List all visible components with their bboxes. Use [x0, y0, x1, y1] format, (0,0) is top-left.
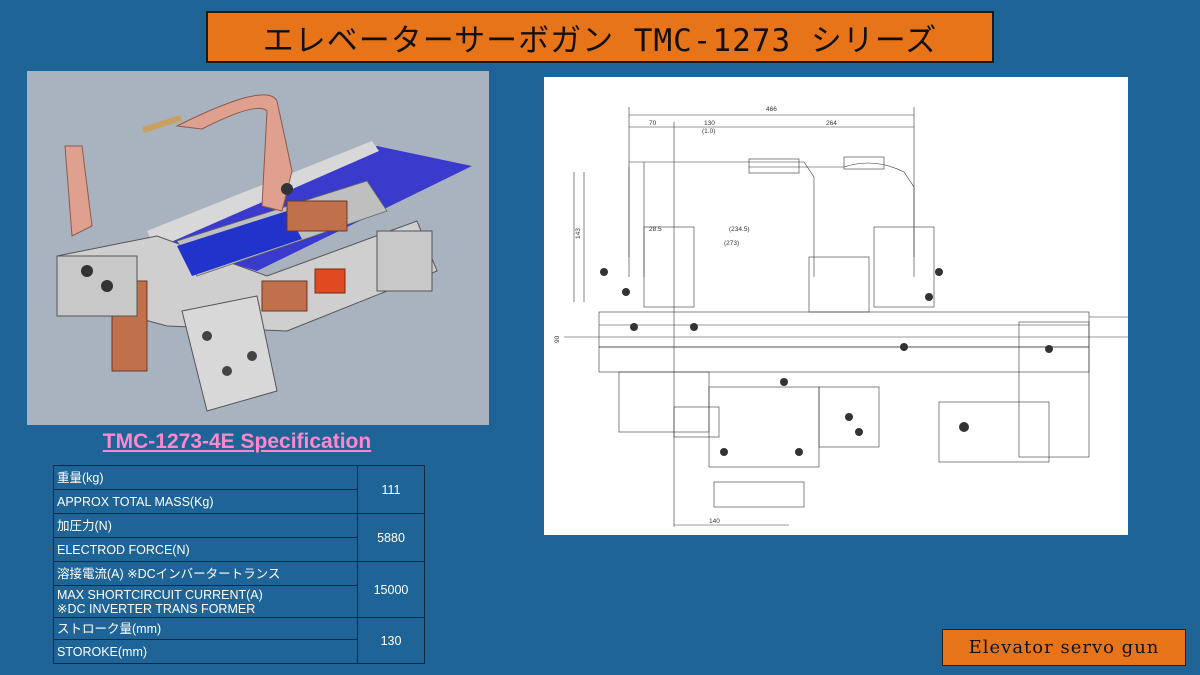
- dim-140: 140: [709, 518, 720, 525]
- spec-value: 15000: [357, 561, 425, 618]
- spec-label-jp: ストローク量(mm): [53, 617, 358, 640]
- table-row: 重量(kg) 111: [53, 465, 425, 514]
- dim-234-5: (234.5): [729, 226, 750, 233]
- dim-273: (273): [724, 240, 739, 247]
- table-row: STOROKE(mm): [53, 639, 425, 664]
- spec-label-en: ELECTROD FORCE(N): [53, 537, 358, 562]
- spec-label-en: MAX SHORTCIRCUIT CURRENT(A)※DC INVERTER …: [53, 585, 358, 618]
- page-title: エレベーターサーボガン TMC-1273 シリーズ: [206, 11, 994, 63]
- spec-label-en: APPROX TOTAL MASS(Kg): [53, 489, 358, 514]
- dim-130: 130: [704, 120, 715, 127]
- spec-label-en-line1: MAX SHORTCIRCUIT CURRENT(A): [57, 587, 263, 602]
- table-row: 加圧力(N) 5880: [53, 513, 425, 562]
- table-row: ELECTROD FORCE(N): [53, 537, 425, 562]
- dim-1-0: (1.0): [702, 128, 715, 135]
- spec-heading: TMC-1273-4E Specification: [102, 430, 372, 453]
- table-row: APPROX TOTAL MASS(Kg): [53, 489, 425, 514]
- servo-gun-render-image: [27, 71, 489, 425]
- spec-value: 5880: [357, 513, 425, 562]
- table-row: ストローク量(mm) 130: [53, 617, 425, 664]
- spec-value: 130: [357, 617, 425, 664]
- spec-label-en: STOROKE(mm): [53, 639, 358, 664]
- spec-label-jp: 重量(kg): [53, 465, 358, 490]
- table-row: 溶接電流(A) ※DCインバータートランス 15000: [53, 561, 425, 618]
- spec-label-jp: 加圧力(N): [53, 513, 358, 538]
- spec-table: 重量(kg) 111 APPROX TOTAL MASS(Kg) 加圧力(N) …: [53, 465, 425, 664]
- dim-28-5: 28.5: [649, 226, 662, 233]
- technical-drawing-image: 466 70 130 (1.0) 264 28.5 (234.5) (273) …: [544, 77, 1128, 535]
- dim-466: 466: [766, 106, 777, 113]
- dim-70: 70: [649, 120, 657, 127]
- spec-label-jp: 溶接電流(A) ※DCインバータートランス: [53, 561, 358, 586]
- spec-value: 111: [357, 465, 425, 514]
- table-row: MAX SHORTCIRCUIT CURRENT(A)※DC INVERTER …: [53, 585, 425, 618]
- dim-264: 264: [826, 120, 837, 127]
- footer-caption: Elevator servo gun: [942, 629, 1186, 666]
- dim-90: 90: [554, 335, 561, 343]
- spec-label-en-line2: ※DC INVERTER TRANS FORMER: [57, 601, 256, 616]
- dim-143: 143: [575, 228, 582, 239]
